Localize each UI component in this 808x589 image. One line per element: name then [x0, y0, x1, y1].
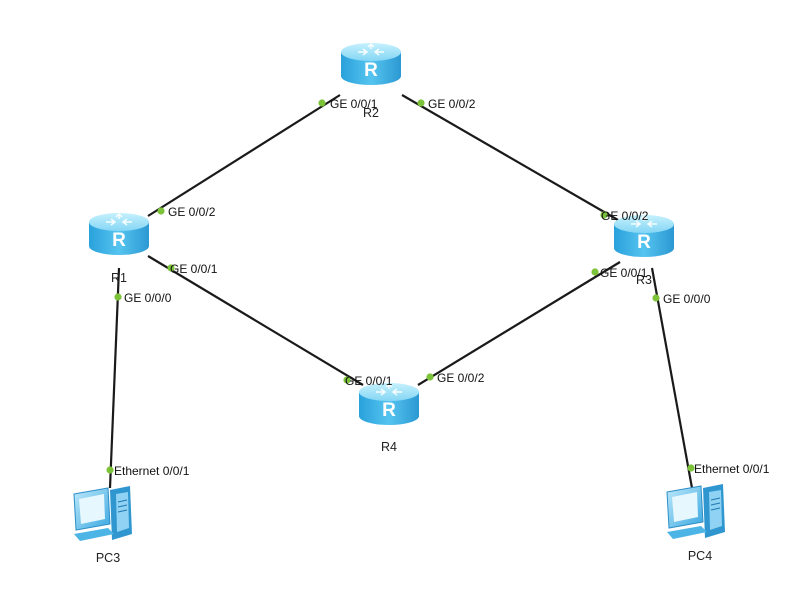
port-label-r3-ge000: GE 0/0/0 [663, 292, 711, 306]
port-labels: GE 0/0/2 GE 0/0/1 GE 0/0/2 GE 0/0/2 GE 0… [114, 97, 770, 478]
port-label-r3-ge002: GE 0/0/2 [601, 209, 649, 223]
port-label-r4-ge001: GE 0/0/1 [345, 374, 393, 388]
port-dot [600, 211, 608, 219]
router-r1[interactable]: R1 [88, 212, 150, 285]
device-label-pc3: PC3 [96, 551, 120, 565]
port-dot [687, 464, 695, 472]
pc-icon [666, 483, 726, 540]
pc-icon [73, 485, 133, 542]
device-label-r4: R4 [381, 440, 397, 454]
router-icon [358, 382, 420, 426]
port-label-r1-ge000: GE 0/0/0 [124, 291, 172, 305]
pc-pc3[interactable]: PC3 [73, 485, 133, 565]
router-r3[interactable]: R3 [613, 214, 675, 287]
port-dots [106, 99, 695, 474]
link-r2-r3[interactable] [401, 94, 619, 221]
port-label-r1-ge002: GE 0/0/2 [168, 205, 216, 219]
device-label-r1: R1 [111, 271, 127, 285]
port-dot [114, 293, 122, 301]
port-label-r4-ge002: GE 0/0/2 [437, 371, 485, 385]
port-dot [167, 264, 175, 272]
link-r3-pc4[interactable] [650, 267, 694, 489]
link-r1-r4[interactable] [147, 255, 364, 386]
links [108, 94, 694, 489]
router-r2[interactable]: R2 [340, 42, 402, 120]
port-label-pc3-eth001: Ethernet 0/0/1 [114, 464, 190, 478]
router-r4[interactable]: R4 [358, 382, 420, 454]
port-dot [591, 268, 599, 276]
port-label-r3-ge001: GE 0/0/1 [600, 266, 648, 280]
device-label-pc4: PC4 [688, 549, 712, 563]
port-dot [652, 294, 660, 302]
router-icon [340, 42, 402, 86]
device-label-r3: R3 [636, 273, 652, 287]
port-dot [157, 207, 165, 215]
port-dot [426, 373, 434, 381]
port-label-r2-ge001: GE 0/0/1 [330, 97, 378, 111]
port-label-pc4-eth001: Ethernet 0/0/1 [694, 462, 770, 476]
port-dot [106, 466, 114, 474]
link-r4-r3[interactable] [417, 261, 621, 386]
port-label-r1-ge001: GE 0/0/1 [170, 262, 218, 276]
device-label-r2: R2 [363, 106, 379, 120]
port-dot [343, 376, 351, 384]
port-label-r2-ge002: GE 0/0/2 [428, 97, 476, 111]
port-dot [318, 99, 326, 107]
link-r1-r2[interactable] [147, 94, 341, 217]
router-icon [88, 212, 150, 256]
pc-pc4[interactable]: PC4 [666, 483, 726, 563]
link-r1-pc3[interactable] [108, 267, 121, 489]
port-dot [417, 99, 425, 107]
